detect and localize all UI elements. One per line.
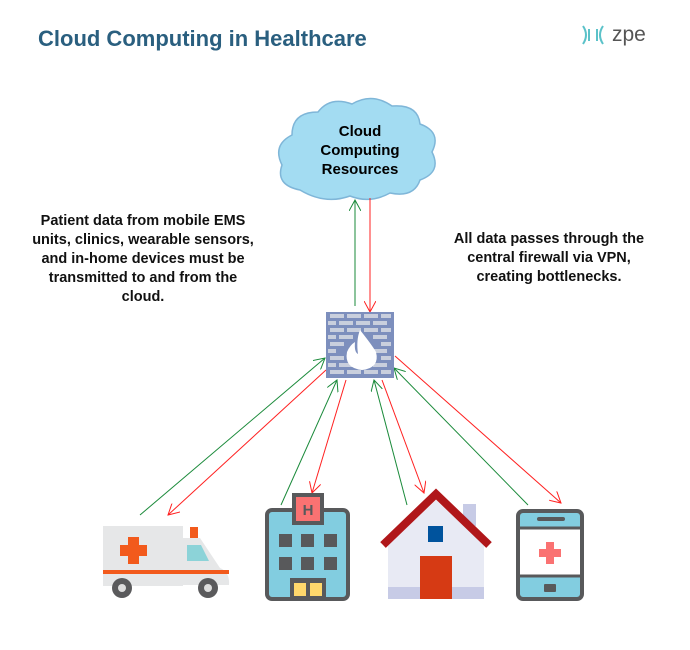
firewall-icon [326,312,394,378]
left-note: Patient data from mobile EMS units, clin… [32,213,254,305]
logo-text: zpe [612,23,646,46]
home-icon [380,488,492,599]
ambulance-icon [103,526,230,598]
uplink-arrow-mobile [394,368,529,506]
uplink-arrow-ambulance [139,358,325,516]
uplink-arrow-hospital [280,380,337,506]
downlink-arrow-ambulance [168,369,327,515]
downlink-arrow-hospital [312,379,347,493]
cloud-label: Cloud Computing Resources [320,123,400,178]
mobile-device-icon [516,509,584,601]
uplink-arrow-home [374,380,408,506]
downlink-arrow-home [381,379,424,493]
cloud-icon [277,97,436,201]
zpe-logo-icon [582,25,604,45]
downlink-arrow-mobile [394,355,561,503]
page-title: Cloud Computing in Healthcare [38,26,367,51]
zpe-logo: zpe [580,22,646,48]
hospital-icon: H [265,493,350,601]
svg-text:H: H [303,502,314,519]
right-note: All data passes through the central fire… [453,231,645,285]
